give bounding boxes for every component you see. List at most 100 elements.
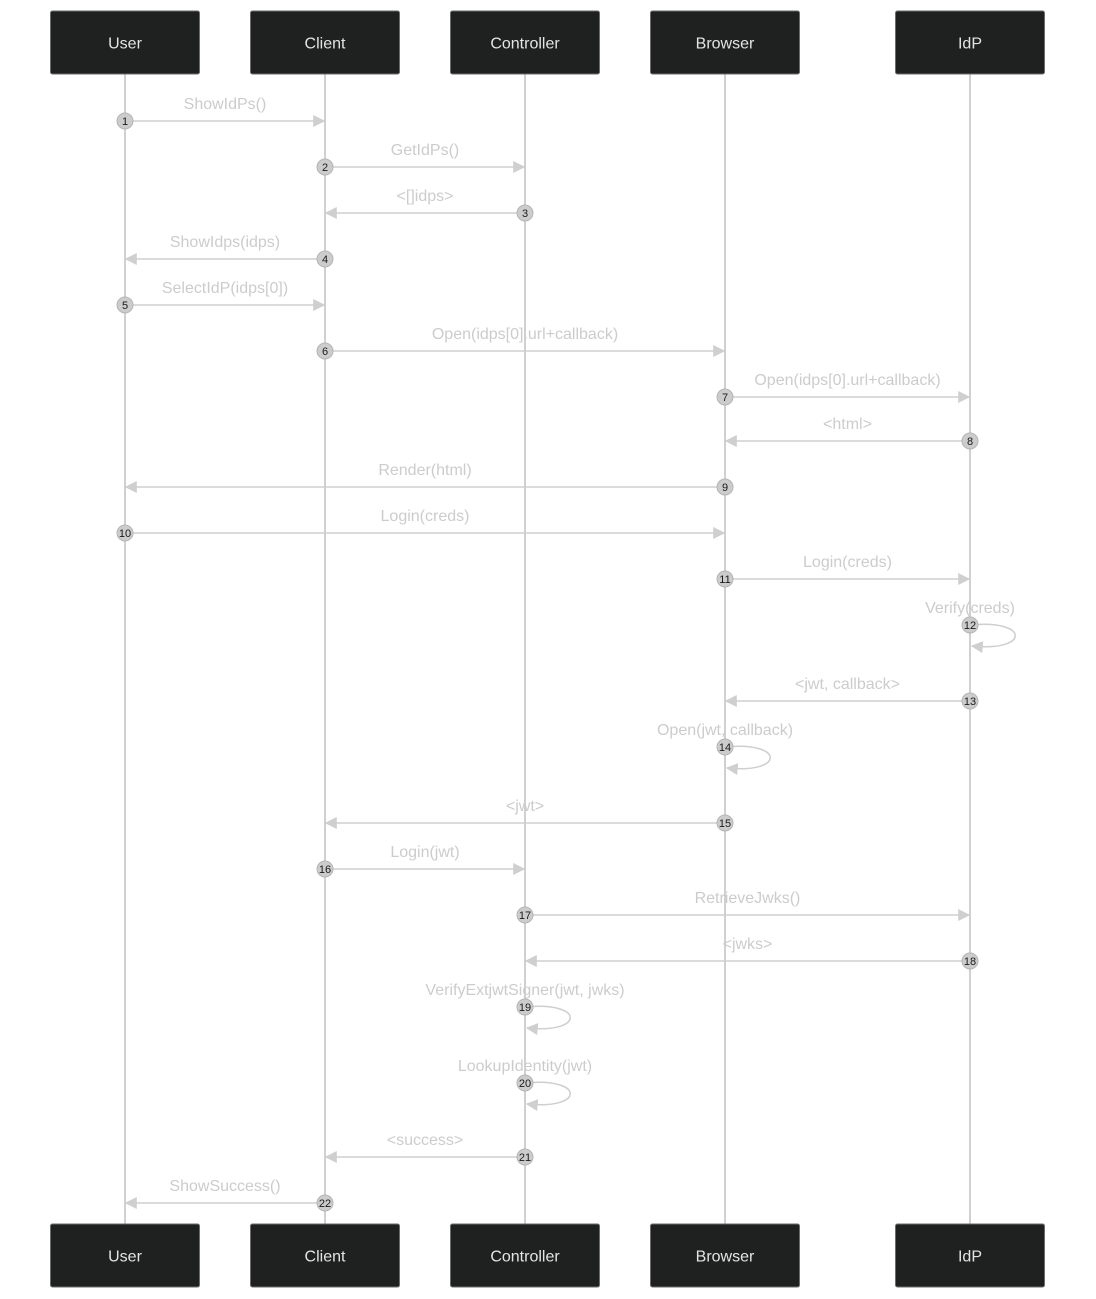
actors-top: User Client Controller Browser IdP: [50, 10, 1045, 75]
sequence-number: 7: [722, 392, 728, 404]
actor-label: IdP: [958, 36, 982, 53]
actor-box: [250, 1223, 400, 1288]
sequence-number-badge: [316, 342, 334, 360]
actor-idp-bottom: IdP: [895, 1223, 1045, 1288]
actor-label: User: [108, 1249, 142, 1266]
message-label: <jwt>: [506, 798, 544, 815]
sequence-number-badge: [961, 952, 979, 970]
sequence-number-badge: [116, 296, 134, 314]
sequence-number: 4: [322, 254, 328, 266]
actor-label: IdP: [958, 1249, 982, 1266]
message-label: Open(jwt, callback): [657, 722, 793, 739]
message-5: SelectIdP(idps[0]) 5: [116, 280, 326, 314]
actor-box: [50, 10, 200, 75]
message-10: Login(creds) 10: [116, 508, 726, 542]
sequence-number-badge: [116, 112, 134, 130]
message-label: <success>: [387, 1132, 463, 1149]
sequence-number: 19: [519, 1002, 531, 1014]
message-label: ShowSuccess(): [169, 1178, 280, 1195]
sequence-number: 8: [967, 436, 973, 448]
message-arrow: [724, 745, 771, 776]
message-arrow: [524, 1005, 571, 1036]
actor-label: Controller: [490, 36, 560, 53]
sequence-number: 3: [522, 208, 528, 220]
actors-bottom: User Client Controller Browser IdP: [50, 1223, 1045, 1288]
actor-label: Client: [305, 1249, 346, 1266]
sequence-number-badge: [516, 204, 534, 222]
sequence-number-badge: [716, 814, 734, 832]
sequence-number-badge: [516, 1148, 534, 1166]
message-label: ShowIdps(idps): [170, 234, 280, 251]
actor-box: [895, 10, 1045, 75]
sequence-number-badge: [961, 692, 979, 710]
message-22: ShowSuccess() 22: [124, 1178, 334, 1212]
sequence-number-badge: [716, 388, 734, 406]
message-20: LookupIdentity(jwt)20: [458, 1058, 592, 1112]
message-arrow: [524, 1081, 571, 1112]
sequence-number-badge: [516, 1074, 534, 1092]
message-label: Login(jwt): [390, 844, 459, 861]
sequence-number: 21: [519, 1152, 531, 1164]
actor-box: [50, 1223, 200, 1288]
message-label: Open(idps[0].url+callback): [754, 372, 940, 389]
message-19: VerifyExtjwtSigner(jwt, jwks) 19: [425, 982, 625, 1036]
actor-client-top: Client: [250, 10, 400, 75]
message-label: <[]idps>: [397, 188, 454, 205]
sequence-number-badge: [316, 860, 334, 878]
sequence-number: 18: [964, 956, 976, 968]
message-label: <jwks>: [723, 936, 773, 953]
sequence-number: 6: [322, 346, 328, 358]
actor-box: [650, 1223, 800, 1288]
message-label: Login(creds): [381, 508, 470, 525]
message-label: LookupIdentity(jwt): [458, 1058, 592, 1075]
message-label: Open(idps[0].url+callback): [432, 326, 618, 343]
message-label: Verify(creds): [925, 600, 1015, 617]
message-12: Verify(creds) 12: [925, 600, 1016, 654]
message-label: RetrieveJwks(): [695, 890, 801, 907]
message-8: <html>8: [724, 416, 979, 450]
sequence-number: 22: [319, 1198, 331, 1210]
message-9: Render(html) 9: [124, 462, 734, 496]
message-18: <jwks> 18: [524, 936, 979, 970]
message-label: VerifyExtjwtSigner(jwt, jwks): [425, 982, 624, 999]
sequence-number-badge: [316, 250, 334, 268]
messages: ShowIdPs()1GetIdPs()2<[]idps>3ShowIdps(i…: [116, 96, 1016, 1212]
message-label: SelectIdP(idps[0]): [162, 280, 288, 297]
actor-box: [250, 10, 400, 75]
message-11: Login(creds) 11: [716, 554, 971, 588]
message-13: <jwt, callback> 13: [724, 676, 979, 710]
message-14: Open(jwt, callback) 14: [657, 722, 793, 776]
sequence-number: 1: [122, 116, 128, 128]
message-label: <jwt, callback>: [795, 676, 900, 693]
sequence-number: 11: [719, 574, 730, 586]
sequence-number-badge: [716, 738, 734, 756]
sequence-number: 5: [122, 300, 128, 312]
actor-label: Browser: [696, 1249, 755, 1266]
sequence-number: 10: [119, 528, 131, 540]
sequence-number: 9: [722, 482, 728, 494]
sequence-number-badge: [116, 524, 134, 542]
message-17: RetrieveJwks()17: [516, 890, 971, 924]
sequence-number: 13: [964, 696, 976, 708]
message-label: Render(html): [378, 462, 471, 479]
sequence-number: 12: [964, 620, 976, 632]
actor-box: [450, 10, 600, 75]
message-21: <success> 21: [324, 1132, 534, 1166]
message-label: GetIdPs(): [391, 142, 459, 159]
sequence-number: 16: [319, 864, 331, 876]
message-1: ShowIdPs() 1: [116, 96, 326, 130]
message-label: Login(creds): [803, 554, 892, 571]
actor-label: User: [108, 36, 142, 53]
message-6: Open(idps[0].url+callback) 6: [316, 326, 726, 360]
sequence-number-badge: [961, 432, 979, 450]
actor-box: [895, 1223, 1045, 1288]
message-16: Login(jwt) 16: [316, 844, 526, 878]
sequence-number: 14: [719, 742, 731, 754]
message-label: ShowIdPs(): [184, 96, 267, 113]
actor-user-bottom: User: [50, 1223, 200, 1288]
actor-label: Browser: [696, 36, 755, 53]
actor-box: [650, 10, 800, 75]
message-3: <[]idps> 3: [324, 188, 534, 222]
sequence-number-badge: [316, 158, 334, 176]
actor-controller-bottom: Controller: [450, 1223, 600, 1288]
